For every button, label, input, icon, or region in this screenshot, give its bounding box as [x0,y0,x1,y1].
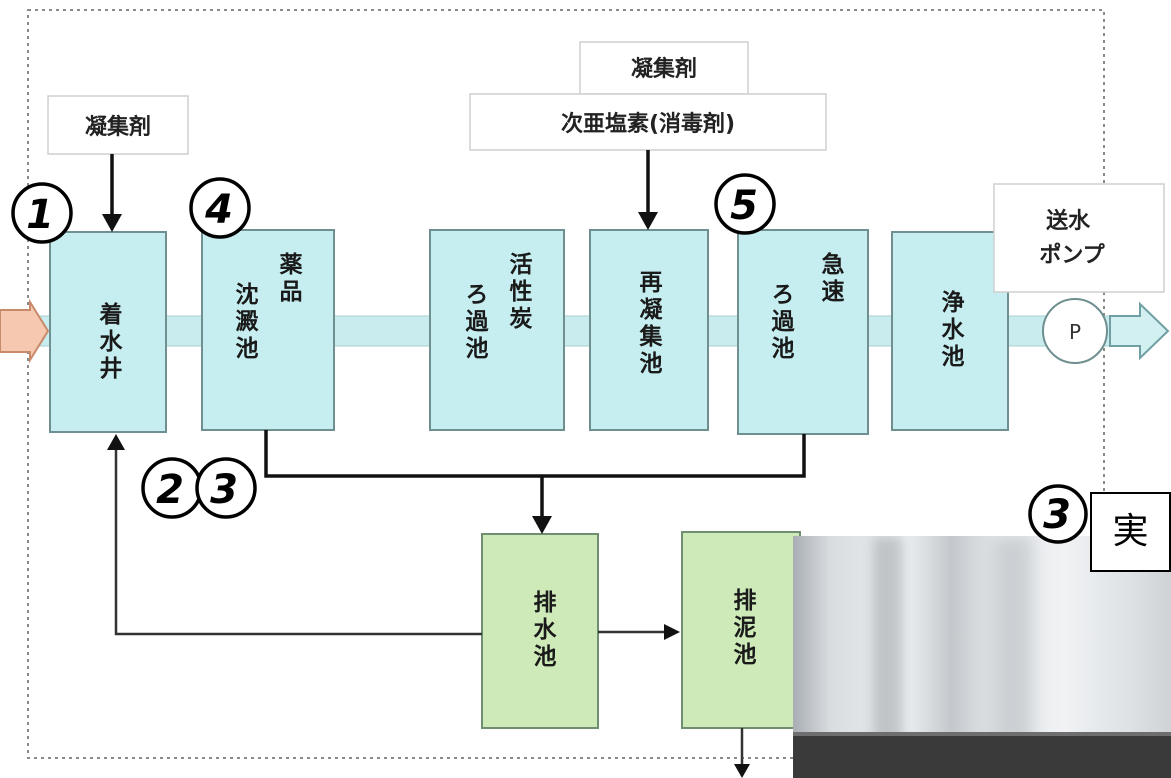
inflow-arrow [0,298,50,364]
rapid-filter-label-bottom: ろ過池 [767,282,795,363]
video-floor [793,736,1171,778]
sludge-basin-label: 排泥池 [729,588,757,669]
marker-5-text: 5 [730,183,758,229]
pump-label-line1: 送水 [1046,208,1091,234]
clear-water-box [891,231,1009,431]
recoagulation-label: 再凝集池 [635,270,664,378]
recoagulation-box [589,229,709,431]
marker-1-text: 1 [26,192,54,238]
coagulant-top-label-box [579,41,749,95]
sedimentation-label-bottom: 沈澱池 [231,282,259,363]
coagulant-left-label: 凝集剤 [85,114,151,140]
outflow-arrow [1109,301,1170,361]
marker-1: 1 [11,182,73,244]
marker-3: 3 [195,457,257,519]
coagulant-left-label-box [47,95,189,155]
intake-well-label: 着水井 [95,301,123,383]
video-marker-3: 3 [1028,484,1088,544]
plant-boundary [27,9,1105,759]
coagulant-left-arrowhead [102,214,122,232]
activated-carbon-label-bottom: ろ過池 [461,282,489,363]
return-arrowhead [107,434,125,450]
activated-carbon-box [429,229,565,431]
return-line [114,446,482,636]
pump-label: 送水 ポンプ [1039,208,1105,268]
pump-icon [1042,298,1108,364]
marker-5: 5 [714,173,776,235]
drain-down-arrowhead [532,516,552,534]
video-badge: 実 [1090,492,1171,572]
hypochlorite-label: 次亜塩素(消毒剤) [561,111,735,137]
drain-to-sludge-arrowhead [664,624,680,640]
marker-2: 2 [141,457,203,519]
pump-label-line2: ポンプ [1039,242,1105,268]
activated-carbon-label-top: 活性炭 [505,252,533,333]
marker-3-text: 3 [210,467,238,513]
coagulant-top-label: 凝集剤 [631,56,697,82]
intake-well-box [49,231,167,433]
marker-4: 4 [189,177,251,239]
video-floor-edge [793,732,1171,738]
sludge-discharge-arrowhead [734,764,750,778]
clear-water-label: 浄水池 [937,289,965,371]
marker-2-text: 2 [156,467,184,513]
marker-4-text: 4 [204,187,233,233]
sedimentation-label-top: 薬品 [275,252,303,306]
hypochlorite-arrowhead [638,212,658,230]
sedimentation-box [201,229,335,431]
rapid-filter-box [737,229,869,435]
video-thumbnail[interactable] [793,536,1171,778]
video-marker-3-text: 3 [1043,492,1071,538]
pump-symbol: P [1069,320,1081,344]
hypochlorite-label-box [469,93,827,151]
drain-collect-line [264,430,806,478]
rapid-filter-label-top: 急速 [817,251,845,306]
pump-label-box [993,183,1165,293]
drain-basin-box [481,533,599,729]
drain-basin-label: 排水池 [529,590,557,671]
